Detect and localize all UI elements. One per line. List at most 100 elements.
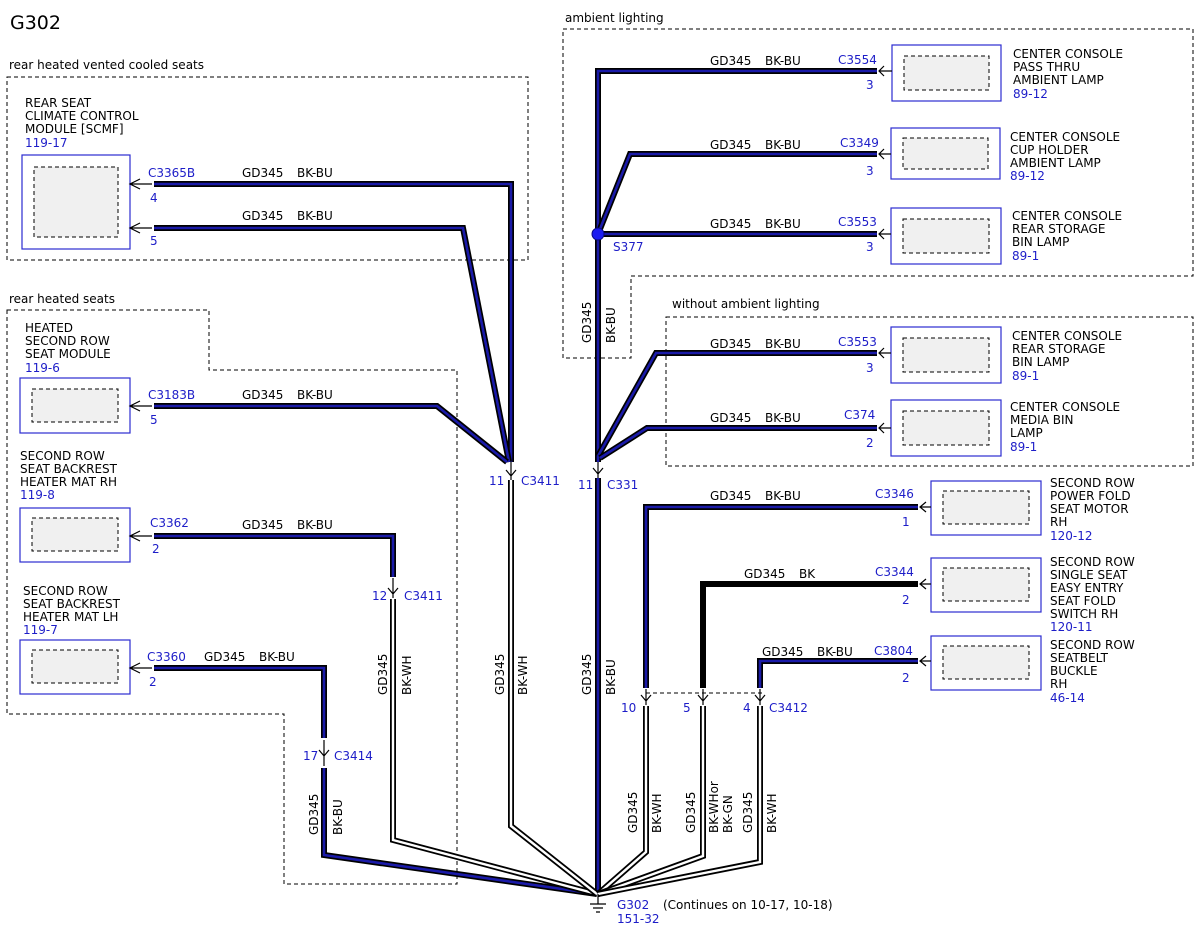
wire-c3412-10-to-ground [596,706,649,897]
wire-c3412-5-to-ground [596,706,706,897]
wire-label-color: BK-BU [765,337,801,351]
mat-lh-name: SECOND ROW SEAT BACKREST HEATER MAT LH [23,584,124,624]
c3412-pin5: 5 [683,701,691,715]
mat-lh-ref: 119-7 [23,623,58,637]
wire-label-circuit: GD345 [710,138,751,152]
wire-c3411-12-to-ground [390,599,598,897]
pin-symbols [128,65,931,766]
wire-labels-vertical: GD345 BK-BU GD345 BK-WH GD345 BK-WH GD34… [307,302,779,835]
wire-label-circuit: GD345 [580,654,594,695]
ground-symbol-icon [590,894,606,913]
c3349-label: C3349 [840,136,879,150]
group-label-vented: rear heated vented cooled seats [9,58,204,72]
wire-label-circuit: GD345 [580,302,594,343]
c3344-pin: 2 [902,593,910,607]
c3553b-pin: 3 [866,361,874,375]
wire-label-color: BK-BU [604,659,618,695]
wire-label-color: BK-BU [297,166,333,180]
wire-scmf-4 [154,181,514,462]
heated-module-box-inner [31,388,119,423]
c374-label: C374 [844,408,875,422]
media-bin-name: CENTER CONSOLE MEDIA BIN LAMP [1010,400,1124,440]
pin-c374 [878,422,891,434]
rear-bin-amb-ref: 89-1 [1012,249,1039,263]
wire-power-fold [643,504,918,688]
mat-lh-box-inner [31,649,119,684]
pin-c3411-12 [387,578,399,598]
wires-bk-wh [390,480,763,897]
wire-label-circuit: GD345 [762,645,803,659]
c3183b-label: C3183B [148,388,195,402]
rear-bin-no-box-inner [902,337,990,373]
c3554-pin: 3 [866,78,874,92]
pin-c3412-10 [640,689,652,705]
wire-label-color: BK-BU [259,650,295,664]
easy-entry-ref: 120-11 [1050,620,1093,634]
wire-label-color: BK-WH [765,793,779,833]
cup-holder-ref: 89-12 [1010,169,1045,183]
wire-label-circuit: GD345 [307,794,321,835]
pin-c3365b-4 [128,178,152,190]
c3362-pin: 2 [152,542,160,556]
wire-mat-lh [154,665,327,738]
group-box-no-ambient [665,316,1194,467]
wire-easy-entry [700,581,918,688]
mat-rh-box-inner [31,517,119,552]
wire-label-color: BK-BU [765,138,801,152]
wire-media-bin [598,425,877,461]
power-fold-box-inner [942,490,1030,525]
wire-label-color: BK-WH [650,793,664,833]
wire-label-color: BK-BU [297,209,333,223]
pin-c3411-11 [505,462,517,480]
pin-c3554 [878,65,892,77]
wire-label-circuit: GD345 [710,54,751,68]
c3360-pin: 2 [149,675,157,689]
pin-c3804 [919,655,931,667]
seatbelt-box-inner [942,645,1030,680]
wire-label-color: BK-BU [765,217,801,231]
rear-bin-amb-name: CENTER CONSOLE REAR STORAGE BIN LAMP [1012,209,1126,249]
easy-entry-name: SECOND ROW SINGLE SEAT EASY ENTRY SEAT F… [1050,555,1139,621]
c3183b-pin: 5 [150,413,158,427]
wire-label-circuit: GD345 [744,567,785,581]
connector-labels: C3365B 4 5 C3183B 5 C3362 2 C3360 2 C355… [147,53,914,763]
pin-c3349 [878,148,891,160]
c3365b-pin4: 4 [150,191,158,205]
wire-label-circuit: GD345 [710,217,751,231]
splice-s377-label: S377 [613,240,644,254]
seatbelt-name: SECOND ROW SEATBELT BUCKLE RH [1050,638,1139,691]
c331-label: C331 [607,478,638,492]
scmf-name: REAR SEAT CLIMATE CONTROL MODULE [SCMF] [25,96,142,136]
media-bin-box-inner [902,410,990,446]
group-box-heated [6,309,458,885]
c3411b-pin: 12 [372,589,387,603]
wire-label-circuit: GD345 [684,792,698,833]
c3804-label: C3804 [874,644,913,658]
heated-module-name: HEATED SECOND ROW SEAT MODULE [25,321,114,361]
wire-label-circuit: GD345 [493,654,507,695]
group-label-ambient: ambient lighting [565,11,664,25]
cup-holder-name: CENTER CONSOLE CUP HOLDER AMBIENT LAMP [1010,130,1124,170]
cup-holder-box-inner [902,137,989,170]
group-label-no-ambient: without ambient lighting [672,297,820,311]
wire-seatbelt [757,658,918,688]
wire-label-circuit: GD345 [242,388,283,402]
wire-c3412-4-to-ground [597,706,763,897]
c3346-pin: 1 [902,515,910,529]
c3411a-pin: 11 [489,474,504,488]
wire-label-color: BK-BU [297,388,333,402]
pin-c331-11 [592,462,604,478]
c3344-label: C3344 [875,565,914,579]
c374-pin: 2 [866,436,874,450]
ground-ref: 151-32 [617,912,660,926]
pin-c3553a [878,228,891,240]
wire-label-color: BK-WHor [707,781,721,833]
pin-c3365b-5 [128,222,152,234]
wire-pass-thru [595,68,877,462]
wire-label-circuit: GD345 [242,166,283,180]
component-boxes [19,44,1042,695]
wire-label-circuit: GD345 [710,337,751,351]
wires-bk-bu [154,68,918,897]
c331-pin: 11 [578,478,593,492]
pin-c3362 [128,530,152,542]
